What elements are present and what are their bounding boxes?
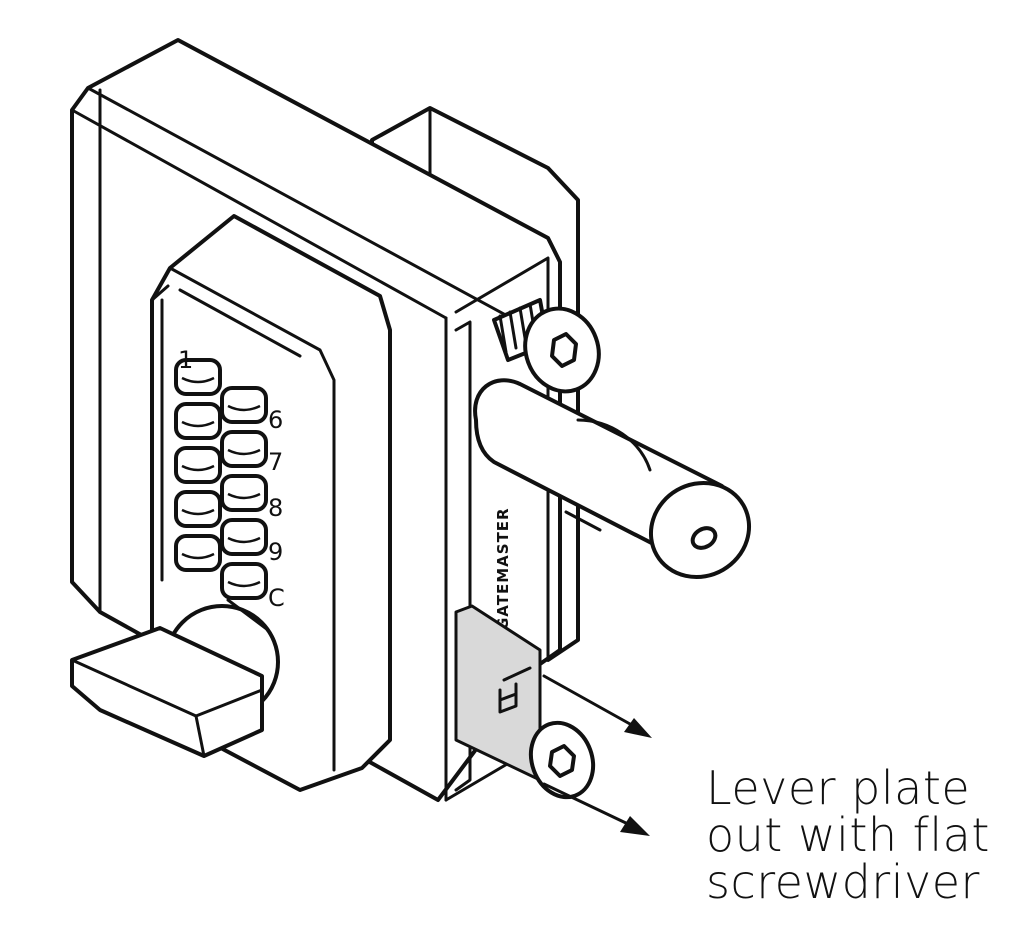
instruction-caption: Lever plate out with flat screwdriver bbox=[706, 765, 1016, 906]
removal-arrows bbox=[542, 674, 652, 836]
keypad-keys bbox=[174, 358, 268, 600]
keypad-key-edge bbox=[227, 536, 261, 544]
keypad-key-edge bbox=[227, 492, 261, 500]
keypad-key-edge bbox=[181, 464, 215, 472]
top-screw bbox=[492, 298, 601, 394]
key-label-1: 1 bbox=[178, 346, 193, 374]
keypad-key bbox=[174, 446, 222, 484]
key-label-9: 9 bbox=[268, 538, 283, 566]
key-label-c: C bbox=[268, 584, 285, 612]
key-label-7: 7 bbox=[268, 448, 283, 476]
caption-line-1: Lever plate bbox=[706, 761, 971, 815]
keypad-key-edge bbox=[181, 508, 215, 516]
keypad-key-edge bbox=[227, 580, 261, 588]
keypad-key bbox=[174, 402, 222, 440]
thumb-turn-knob bbox=[70, 598, 280, 758]
side-rail: GATEMASTER bbox=[454, 320, 512, 792]
keypad-key bbox=[220, 474, 268, 512]
caption-line-2: out with flat bbox=[706, 808, 990, 862]
keypad-key bbox=[220, 430, 268, 468]
lever-handle bbox=[473, 378, 752, 580]
keypad-key bbox=[220, 562, 268, 600]
lever-plate bbox=[454, 604, 542, 782]
keypad-key bbox=[174, 490, 222, 528]
keypad-key bbox=[174, 534, 222, 572]
key-label-6: 6 bbox=[268, 406, 283, 434]
keypad-key bbox=[220, 518, 268, 556]
keypad-key-edge bbox=[181, 552, 215, 560]
keypad-key-edge bbox=[227, 448, 261, 456]
caption-line-3: screwdriver bbox=[706, 855, 980, 909]
keypad-key bbox=[174, 358, 222, 396]
key-labels: 1 6 7 8 9 C bbox=[178, 346, 285, 612]
keypad-key bbox=[220, 386, 268, 424]
keypad-key-edge bbox=[227, 404, 261, 412]
key-label-8: 8 bbox=[268, 494, 283, 522]
keypad-key-edge bbox=[181, 376, 215, 384]
brand-label: GATEMASTER bbox=[494, 507, 512, 630]
keypad-key-edge bbox=[181, 420, 215, 428]
bottom-screw bbox=[528, 720, 596, 800]
